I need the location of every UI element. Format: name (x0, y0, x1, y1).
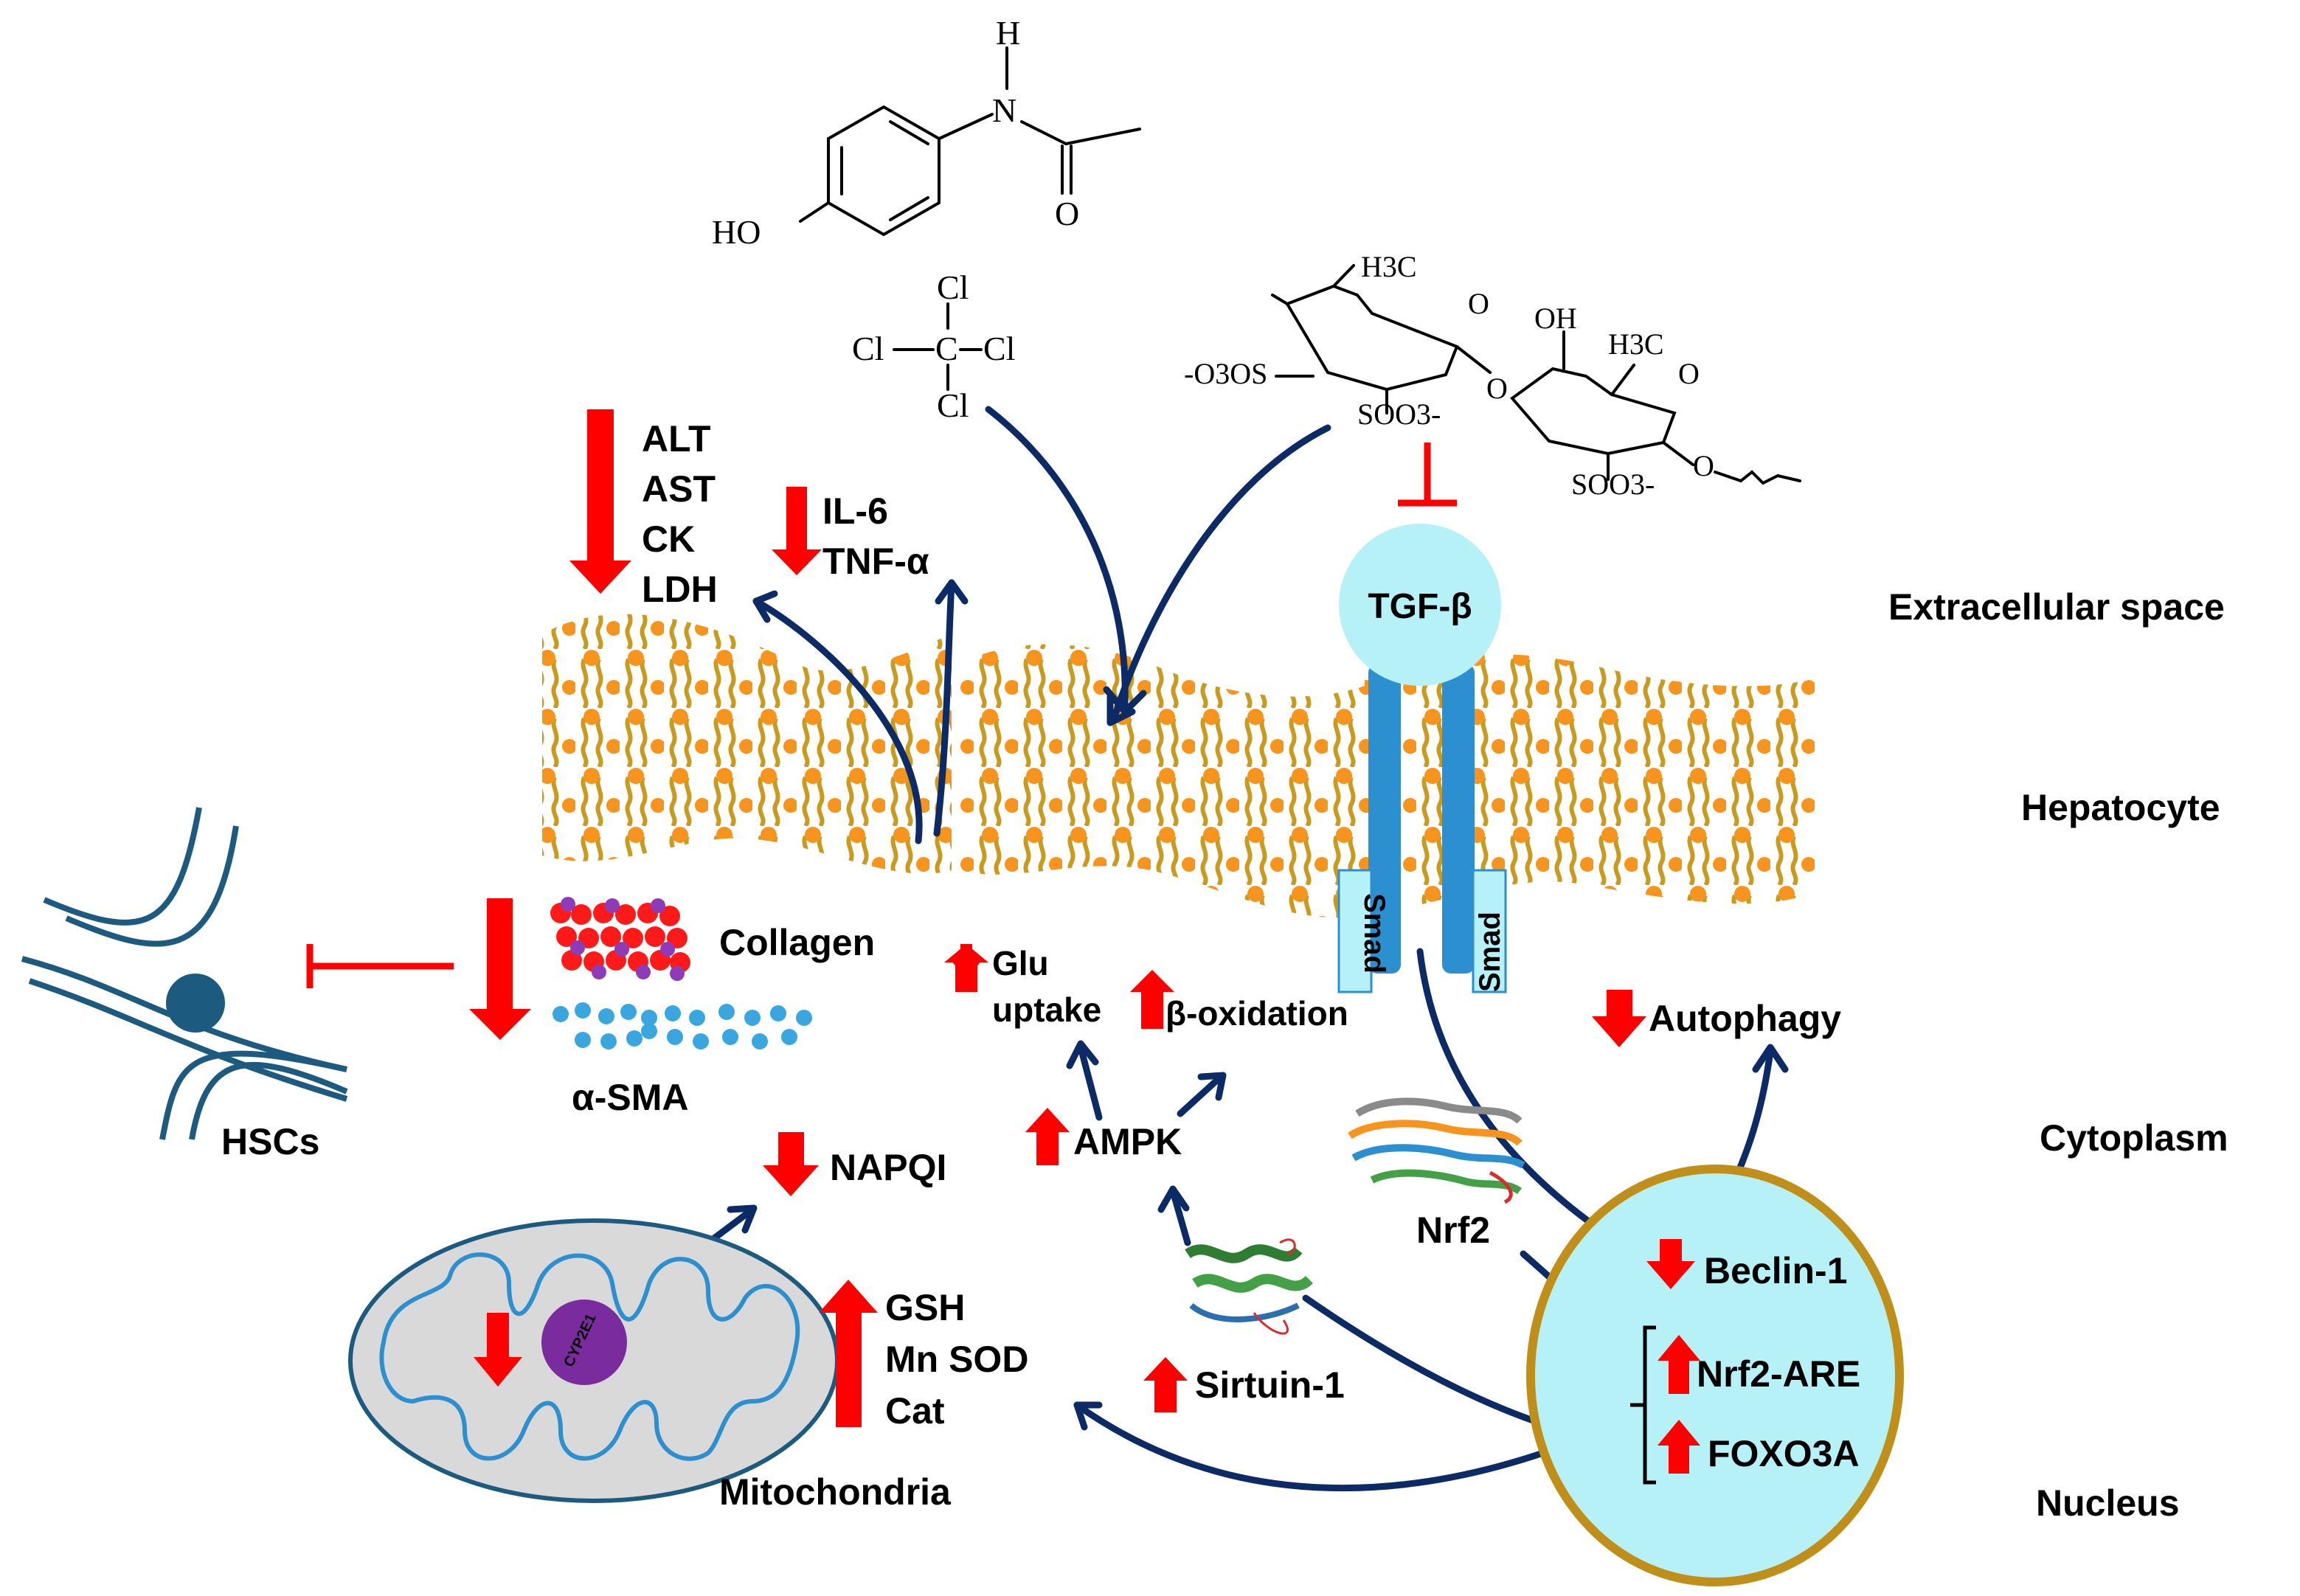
fucoidan-o3so-group: -O3OS (1184, 357, 1267, 390)
smad-left-label: Smad (1358, 893, 1390, 974)
fucoidan-structure: H3C O -O3OS SOO3- O OH H3C O SOO3- O (1184, 250, 1801, 501)
nucleus: Beclin-1 Nrf2-ARE FOXO3A (1526, 1165, 1904, 1586)
ccl4-c-atom: C (935, 330, 958, 367)
paracetamol-o-atom: O (1055, 195, 1079, 232)
paracetamol-n-atom: N (992, 91, 1016, 129)
paracetamol-ho-group: HO (712, 213, 761, 251)
mito-decrease-arrow (474, 1313, 522, 1387)
ast-label: AST (642, 468, 716, 510)
fucoidan-h3c-2: H3C (1608, 327, 1664, 361)
antioxidants-increase-arrow (819, 1280, 878, 1427)
ccl4-structure: Cl Cl C Cl Cl (852, 268, 1015, 424)
glu-label: Glu (992, 944, 1049, 982)
beta-oxidation-increase-arrow (1130, 970, 1174, 1029)
liver-enzymes-decrease-arrow (569, 409, 631, 594)
il6-label: IL-6 (822, 490, 888, 532)
napqi-decrease-arrow (763, 1132, 819, 1196)
hepatocyte-label: Hepatocyte (2021, 787, 2220, 828)
tgf-beta-label: TGF-β (1368, 587, 1472, 626)
cell-membrane (542, 614, 1815, 918)
glu-uptake-increase-arrow-body (944, 944, 988, 992)
extracellular-space-label: Extracellular space (1888, 586, 2225, 628)
tgf-beta-receptor: TGF-β Smad Smad (1337, 524, 1507, 993)
sirtuin-protein-ribbon (1185, 1238, 1313, 1335)
fucoidan-ring2-o: O (1678, 357, 1700, 390)
paracetamol-structure: H N O HO (712, 14, 1141, 251)
mn-sod-label: Mn SOD (885, 1339, 1028, 1380)
nrf2-protein-ribbon (1348, 1097, 1525, 1204)
nucleus-label: Nucleus (2036, 1482, 2180, 1524)
collagen-fiber (550, 897, 690, 981)
fucoidan-soo3-group-1: SOO3- (1357, 398, 1441, 431)
cat-label: Cat (885, 1390, 945, 1432)
uptake-label: uptake (992, 990, 1101, 1029)
cytokines-group: IL-6 TNF-α (772, 487, 929, 582)
alpha-sma-filaments (553, 1002, 812, 1049)
fucoidan-oh-group: OH (1534, 302, 1577, 335)
hsc-nucleus (166, 974, 225, 1033)
gsh-label: GSH (885, 1287, 965, 1328)
ck-label: CK (642, 518, 695, 560)
foxo3a-increase-arrow (1658, 1420, 1700, 1474)
collagen-label: Collagen (719, 922, 875, 963)
mitochondria-label: Mitochondria (719, 1471, 952, 1513)
liver-enzymes-group: ALT AST CK LDH (569, 409, 718, 610)
nrf2-are-increase-arrow (1658, 1335, 1700, 1394)
fucoidan-soo3-group-2: SOO3- (1571, 468, 1655, 501)
cytoplasm-label: Cytoplasm (2040, 1117, 2228, 1159)
fucoidan-link-o: O (1486, 372, 1508, 405)
cyp2e1-enzyme (541, 1300, 627, 1385)
fucoidan-ring1-o: O (1468, 287, 1489, 320)
sirtuin-label: Sirtuin-1 (1195, 1364, 1345, 1406)
cytokines-decrease-arrow (772, 487, 822, 575)
autophagy-decrease-arrow (1592, 990, 1646, 1047)
smad-right-label: Smad (1474, 912, 1506, 992)
tnf-alpha-label: TNF-α (822, 541, 929, 582)
alpha-sma-label: α-SMA (572, 1077, 689, 1118)
nrf2-label: Nrf2 (1416, 1210, 1490, 1251)
ampk-increase-arrow (1025, 1108, 1070, 1165)
ccl4-cl-right: Cl (983, 330, 1015, 367)
collagen-decrease-arrow (469, 898, 531, 1040)
mitochondrion: CYP2E1 (348, 1218, 839, 1503)
collagen-group: Collagen α-SMA (469, 897, 875, 1118)
alt-label: ALT (642, 418, 710, 459)
napqi-label: NAPQI (830, 1147, 946, 1188)
hsc-inhibition-bar (306, 944, 454, 988)
ccl4-cl-top: Cl (937, 268, 969, 306)
fucoidan-tail-o: O (1693, 449, 1714, 482)
foxo3a-label: FOXO3A (1708, 1433, 1860, 1474)
beta-oxidation-label: β-oxidation (1165, 994, 1348, 1033)
ccl4-cl-bottom: Cl (937, 386, 969, 424)
paracetamol-h-atom: H (996, 14, 1020, 52)
hsc-cell: HSCs (21, 807, 348, 1162)
fucoidan-inhibition-bar (1398, 443, 1457, 507)
fucoidan-h3c-1: H3C (1361, 250, 1417, 283)
sirtuin-increase-arrow (1143, 1357, 1188, 1412)
autophagy-label: Autophagy (1649, 998, 1841, 1039)
hsc-label: HSCs (221, 1121, 319, 1162)
beclin-label: Beclin-1 (1704, 1250, 1848, 1291)
nrf2-are-label: Nrf2-ARE (1697, 1353, 1860, 1395)
ccl4-cl-left: Cl (852, 330, 884, 367)
tgf-beta-ligand (1339, 524, 1501, 686)
ldh-label: LDH (642, 569, 718, 610)
ampk-label: AMPK (1073, 1121, 1182, 1162)
beclin-decrease-arrow (1646, 1239, 1695, 1289)
